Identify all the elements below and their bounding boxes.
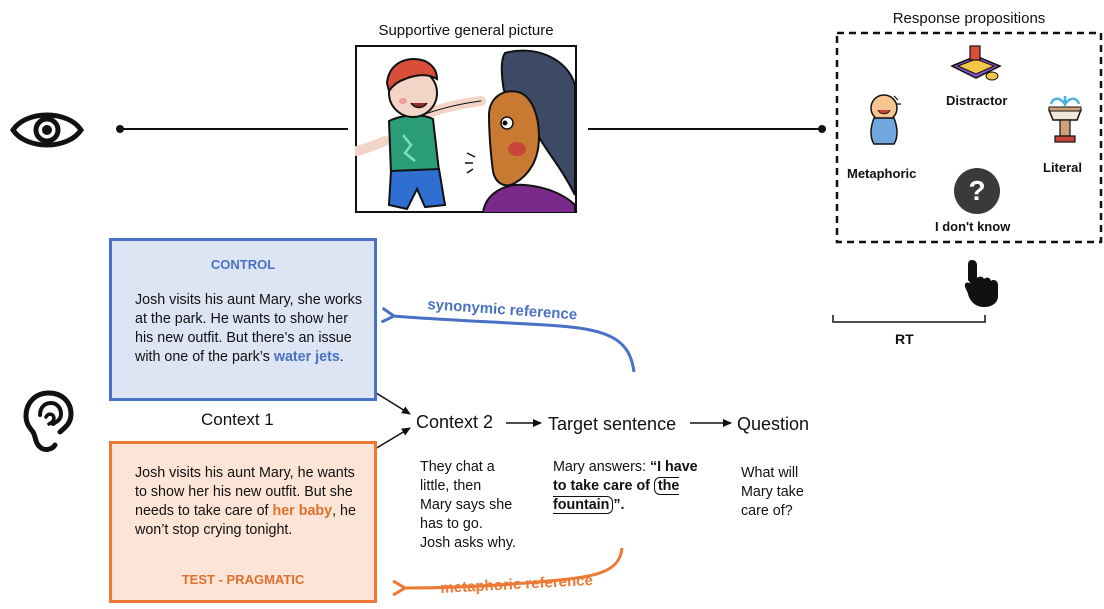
control-box: CONTROL Josh visits his aunt Mary, she w… (109, 238, 377, 401)
context1-label: Context 1 (201, 410, 274, 429)
responses-title: Response propositions (892, 10, 1046, 27)
literal-label: Literal (1043, 160, 1083, 175)
target-boxed-word: the fountain (553, 477, 680, 514)
picture-title: Supportive general picture (378, 22, 554, 39)
rt-bracket (832, 315, 986, 323)
ear-icon (23, 390, 74, 452)
metaphoric-image[interactable] (864, 92, 904, 146)
test-text-main: Josh visits his aunt Mary, he wants to s… (135, 465, 355, 519)
control-text-main: Josh visits his aunt Mary, she works at … (135, 292, 362, 365)
literal-image[interactable] (1045, 92, 1085, 146)
rt-label: RT (895, 331, 914, 347)
control-heading: CONTROL (210, 257, 276, 272)
eye-icon (10, 112, 84, 148)
test-highlight: her baby (272, 503, 333, 519)
target-quote: “I have to take care of (553, 459, 698, 494)
test-box: Josh visits his aunt Mary, he wants to s… (109, 441, 377, 603)
target-sentence-label: Target sentence (548, 414, 677, 434)
control-text-end: . (339, 349, 344, 365)
target-prefix: Mary answers: (553, 459, 650, 475)
question-text: What will Mary take care of? (741, 465, 804, 519)
question-mark-icon[interactable]: ? (954, 168, 1000, 214)
pointing-hand-icon (964, 260, 998, 307)
metaphoric-label: Metaphoric (847, 166, 917, 181)
context2-text: They chat a little, then Mary says she h… (420, 459, 516, 551)
distractor-image[interactable] (948, 44, 1004, 84)
target-quote-end: ”. (613, 497, 625, 513)
timeline-end-dot (818, 125, 826, 133)
synonymic-reference-arrow (393, 316, 636, 373)
metaphoric-reference-arrow (404, 547, 624, 588)
context2-label: Context 2 (416, 412, 494, 432)
supportive-picture (355, 45, 577, 213)
target-text: Mary answers: “I have to take care of th… (553, 458, 699, 515)
test-text-end: , he won’t stop crying tonight. (135, 503, 356, 538)
test-heading: TEST - PRAGMATIC (181, 572, 305, 587)
idk-label: I don't know (935, 219, 1011, 234)
control-highlight: water jets (273, 349, 340, 365)
test-text: Josh visits his aunt Mary, he wants to s… (135, 464, 363, 540)
timeline-start-dot (116, 125, 124, 133)
response-box (835, 31, 1103, 244)
control-text: Josh visits his aunt Mary, she works at … (135, 291, 365, 367)
question-label: Question (737, 414, 810, 434)
distractor-label: Distractor (946, 93, 1008, 108)
